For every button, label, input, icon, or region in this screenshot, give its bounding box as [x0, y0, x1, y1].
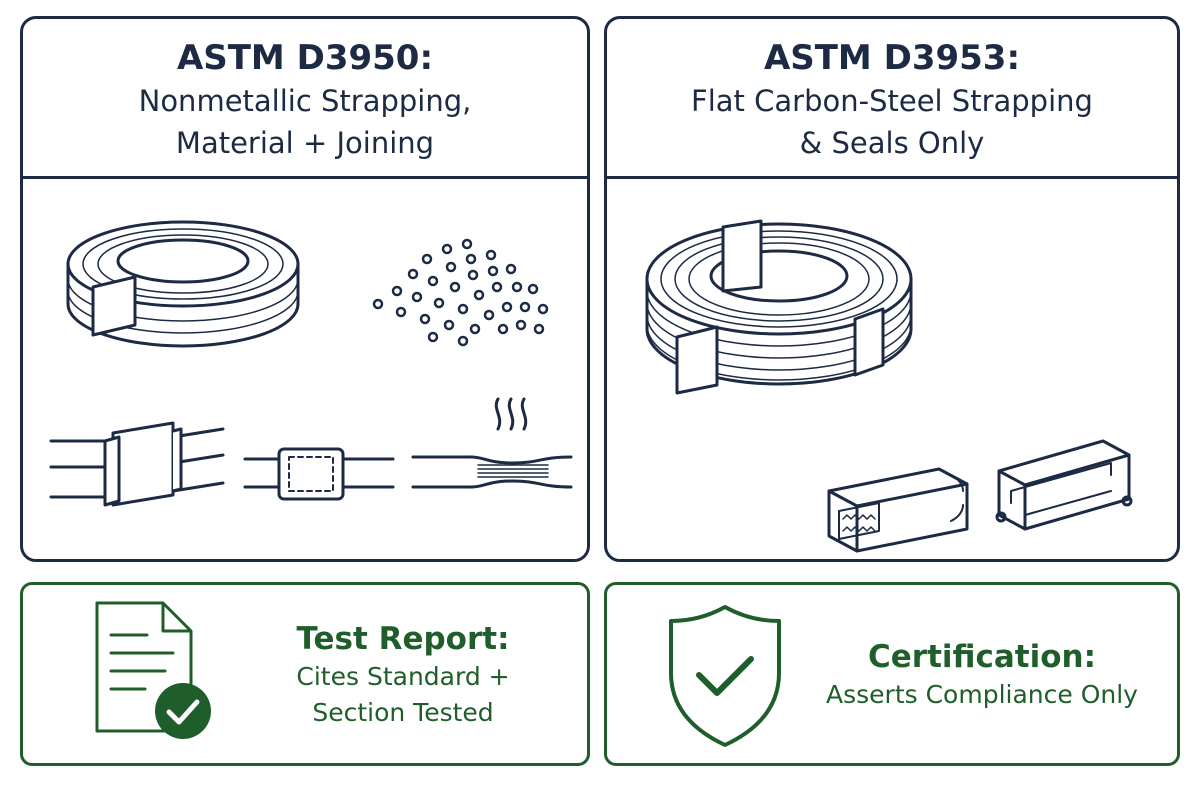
card-subtitle-line2: Section Tested: [312, 698, 494, 727]
card-title: Certification:: [868, 639, 1096, 675]
standard-subtitle-line1: Flat Carbon-Steel Strapping: [691, 83, 1093, 118]
test-report-text: Test Report: Cites Standard + Section Te…: [233, 605, 573, 745]
shield-check-icon: [669, 605, 781, 747]
certification-text: Certification: Asserts Compliance Only: [797, 605, 1167, 745]
strapping-coil-icon: [66, 220, 300, 348]
test-report-card: Test Report: Cites Standard + Section Te…: [20, 582, 590, 766]
card-subtitle-line1: Cites Standard +: [296, 662, 510, 691]
panel-header: ASTM D3950: Nonmetallic Strapping, Mater…: [23, 19, 587, 179]
seal-joint-icon: [243, 447, 395, 501]
open-seal-icon: [995, 439, 1133, 531]
panel-header: ASTM D3953: Flat Carbon-Steel Strapping …: [607, 19, 1177, 179]
crimp-seal-icon: [827, 467, 969, 553]
standard-subtitle-line2: Material + Joining: [175, 125, 435, 160]
steel-coil-icon: [645, 219, 913, 395]
panel-astm-d3953: ASTM D3953: Flat Carbon-Steel Strapping …: [604, 16, 1180, 562]
panel-astm-d3950: ASTM D3950: Nonmetallic Strapping, Mater…: [20, 16, 590, 562]
standard-title: ASTM D3950:: [176, 37, 434, 78]
standard-subtitle-line2: & Seals Only: [799, 125, 985, 160]
nonmetallic-strapping-illustration: [49, 220, 573, 507]
buckle-joint-icon: [49, 421, 225, 507]
certification-card: Certification: Asserts Compliance Only: [604, 582, 1180, 766]
steel-strapping-illustration: [645, 219, 1133, 553]
card-subtitle-line1: Asserts Compliance Only: [826, 680, 1138, 709]
heat-weld-joint-icon: [411, 397, 573, 489]
document-check-icon: [95, 601, 211, 739]
resin-pellets-icon: [372, 238, 549, 347]
card-title: Test Report:: [296, 621, 510, 657]
standard-title: ASTM D3953:: [763, 37, 1021, 78]
standard-subtitle-line1: Nonmetallic Strapping,: [138, 83, 472, 118]
